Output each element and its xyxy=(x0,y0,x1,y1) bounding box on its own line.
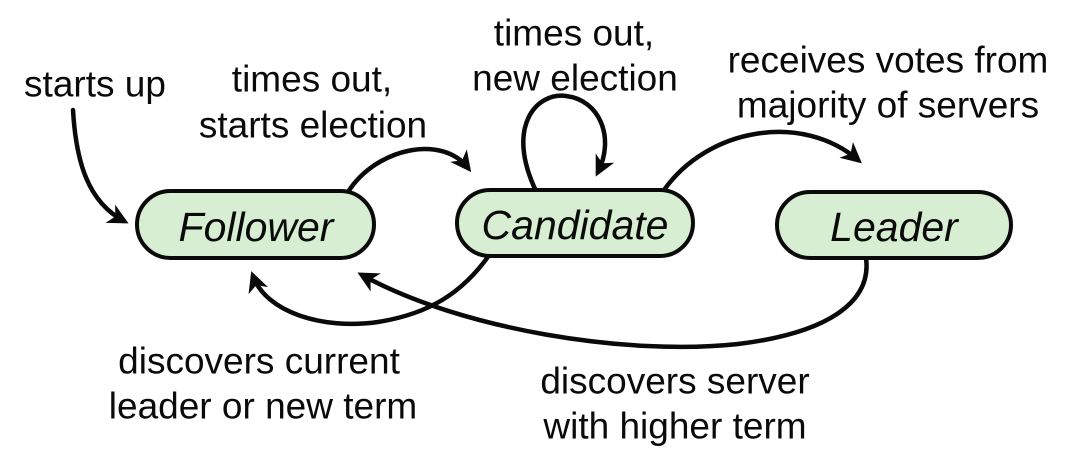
arrow-candidate-self-loop xyxy=(521,93,615,194)
state-node-candidate: Candidate xyxy=(455,188,695,258)
arrow-follower-to-candidate xyxy=(345,146,472,195)
candidate-label: Candidate xyxy=(482,202,669,248)
label-receives-votes-majority: receives votes from majority of servers xyxy=(728,40,1049,126)
svg-text:leader or new term: leader or new term xyxy=(109,386,417,427)
state-node-leader: Leader xyxy=(775,190,1013,260)
leader-label: Leader xyxy=(830,204,960,250)
svg-text:discovers current: discovers current xyxy=(118,341,400,382)
leader-pill xyxy=(775,190,1013,260)
state-node-follower: Follower xyxy=(135,189,376,260)
svg-text:times out,: times out, xyxy=(232,59,392,100)
label-discovers-server-higher-term: discovers server with higher term xyxy=(540,361,809,447)
svg-text:times out,: times out, xyxy=(494,13,654,54)
label-discovers-current-leader: discovers current leader or new term xyxy=(109,341,417,427)
svg-text:with higher term: with higher term xyxy=(542,406,806,447)
svg-text:majority of servers: majority of servers xyxy=(737,85,1039,126)
svg-text:starts election: starts election xyxy=(199,105,427,146)
label-times-out-new-election: times out, new election xyxy=(472,13,678,99)
arrow-candidate-to-follower xyxy=(248,251,493,327)
label-times-out-starts-election: times out, starts election xyxy=(199,59,427,146)
label-starts-up: starts up xyxy=(24,64,166,105)
follower-label: Follower xyxy=(179,204,336,250)
follower-pill xyxy=(135,189,376,260)
arrow-candidate-to-leader xyxy=(661,129,862,193)
arrow-starts-up xyxy=(70,107,129,224)
svg-text:receives votes from: receives votes from xyxy=(728,40,1049,81)
svg-text:discovers server: discovers server xyxy=(540,361,809,402)
svg-text:new election: new election xyxy=(472,58,678,99)
arrow-leader-to-follower xyxy=(357,255,869,350)
candidate-pill xyxy=(455,188,695,258)
